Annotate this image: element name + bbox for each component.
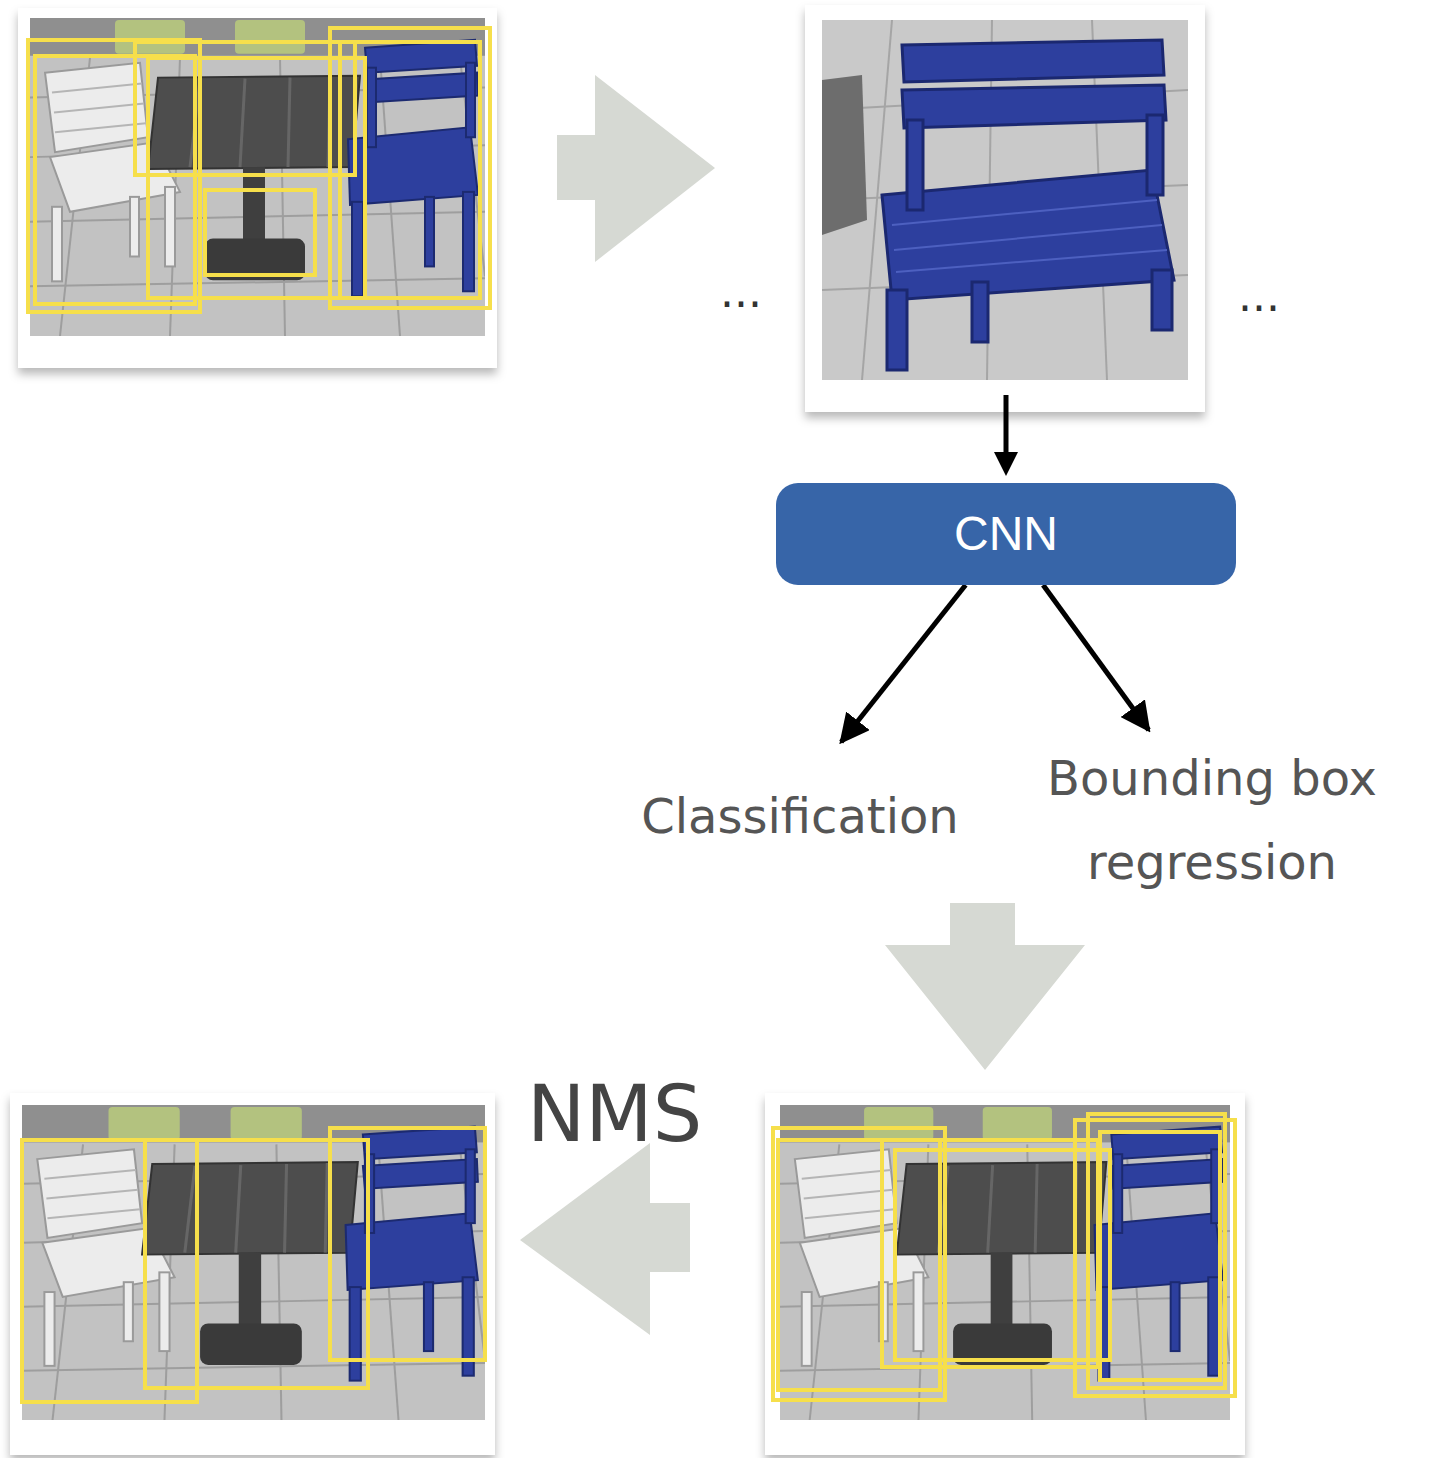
node-text: Classification — [600, 786, 1000, 846]
arrow-connector — [1043, 585, 1149, 730]
arrow-connector — [841, 585, 965, 742]
ellipsis: ... — [720, 268, 762, 316]
process-box: CNN — [776, 483, 1236, 585]
step-label: NMS — [527, 1072, 702, 1158]
node-text: Bounding box regression — [1012, 736, 1412, 904]
ellipsis: ... — [1238, 272, 1280, 320]
output-label: Classification — [600, 742, 1000, 846]
node-text: CNN — [954, 508, 1058, 561]
output-label: Bounding box regression — [1012, 730, 1412, 904]
